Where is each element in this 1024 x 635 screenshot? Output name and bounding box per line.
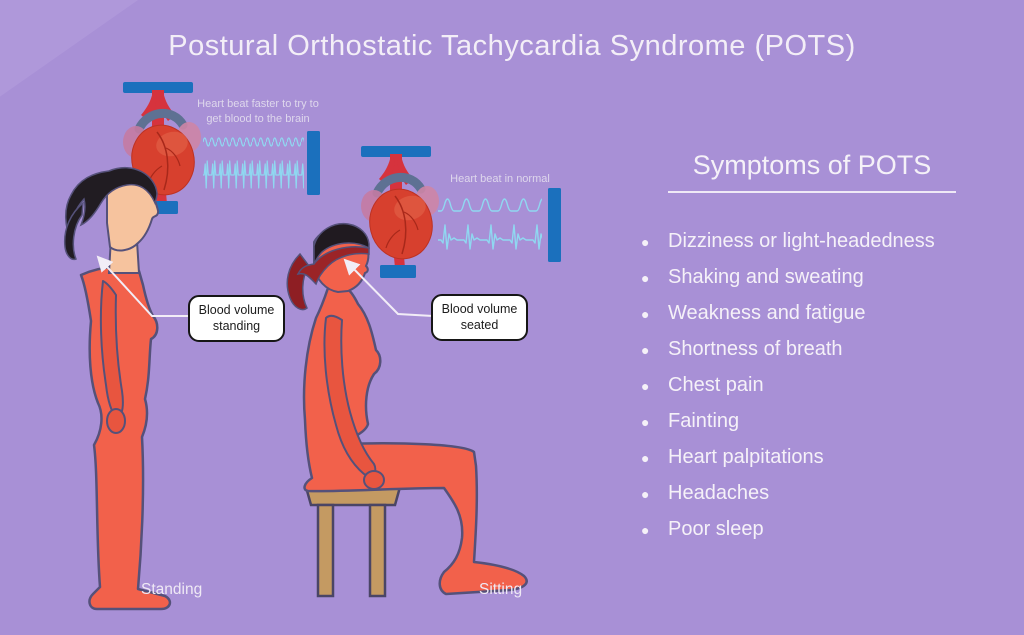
- stool: [304, 485, 402, 598]
- sitting-hand: [363, 470, 385, 490]
- sitting-arm: [323, 314, 377, 477]
- bullet-dot: ●: [641, 378, 650, 394]
- ecg-normal-sine: [438, 192, 542, 216]
- monitor-side-bar: [307, 131, 320, 195]
- label-standing: Standing: [141, 581, 203, 598]
- monitor-side-bar: [548, 188, 561, 262]
- sitting-hair-red: [296, 246, 370, 286]
- label-sitting: Sitting: [479, 581, 523, 598]
- stool-leg: [316, 503, 335, 598]
- standing-body-blood: [79, 265, 172, 611]
- symptom-text: Headaches: [668, 482, 770, 504]
- symptom-text: Fainting: [668, 410, 740, 432]
- symptom-item: ● Chest pain: [641, 374, 1011, 397]
- symptom-text: Shaking and sweating: [668, 266, 864, 288]
- symptom-text: Weakness and fatigue: [668, 302, 866, 324]
- symptom-text: Dizziness or light-headedness: [668, 230, 935, 252]
- bullet-dot: ●: [641, 450, 650, 466]
- ecg-normal-qrs: [438, 220, 542, 254]
- bullet-dot: ●: [641, 486, 650, 502]
- sitting-ponytail: [286, 252, 310, 311]
- aortic-arch: [372, 172, 426, 198]
- bullet-dot: ●: [641, 234, 650, 250]
- stool-leg: [368, 503, 387, 598]
- ecg-normal-trace: [438, 188, 561, 262]
- symptom-item: ● Shortness of breath: [641, 338, 1011, 361]
- sitting-figure: [286, 222, 528, 598]
- symptom-item: ● Shaking and sweating: [641, 266, 1011, 289]
- symptom-item: ● Headaches: [641, 482, 1011, 505]
- sitting-body-blood: [302, 286, 528, 596]
- heart-note-sitting: Heart beat in normal: [450, 173, 550, 185]
- standing-hand: [106, 408, 126, 434]
- standing-hair: [65, 166, 158, 242]
- sitting-hair-black: [313, 222, 370, 265]
- page-title: Postural Orthostatic Tachycardia Syndrom…: [168, 30, 856, 62]
- heart-note-standing: Heart beat faster to try to get blood to…: [197, 98, 319, 125]
- standing-figure: [63, 166, 172, 611]
- symptom-item: ● Heart palpitations: [641, 446, 1011, 469]
- symptom-text: Shortness of breath: [668, 338, 843, 360]
- bullet-dot: ●: [641, 342, 650, 358]
- callout-blood-volume-seated: Blood volume seated: [431, 294, 528, 341]
- symptom-text: Chest pain: [668, 374, 764, 396]
- callout-blood-volume-standing: Blood volume standing: [188, 295, 285, 342]
- ecg-fast-trace: [203, 131, 320, 195]
- symptom-item: ● Poor sleep: [641, 518, 1011, 541]
- monitor-top-bar: [361, 146, 431, 157]
- heart-monitor-standing-icon: [123, 82, 201, 214]
- symptom-text: Poor sleep: [668, 518, 764, 540]
- ecg-fast-qrs: [203, 157, 304, 193]
- symptom-item: ● Weakness and fatigue: [641, 302, 1011, 325]
- symptom-item: ● Fainting: [641, 410, 1011, 433]
- monitor-top-bar: [123, 82, 193, 93]
- symptoms-heading: Symptoms of POTS: [668, 150, 956, 193]
- bullet-dot: ●: [641, 522, 650, 538]
- bullet-dot: ●: [641, 270, 650, 286]
- ecg-fast-sine: [203, 131, 304, 153]
- symptom-item: ● Dizziness or light-headedness: [641, 230, 1011, 253]
- symptom-text: Heart palpitations: [668, 446, 824, 468]
- standing-ponytail: [63, 201, 84, 261]
- bullet-dot: ●: [641, 306, 650, 322]
- bullet-dot: ●: [641, 414, 650, 430]
- aortic-arch: [134, 108, 188, 134]
- symptoms-list: ● Dizziness or light-headedness ● Shaking …: [641, 230, 1011, 541]
